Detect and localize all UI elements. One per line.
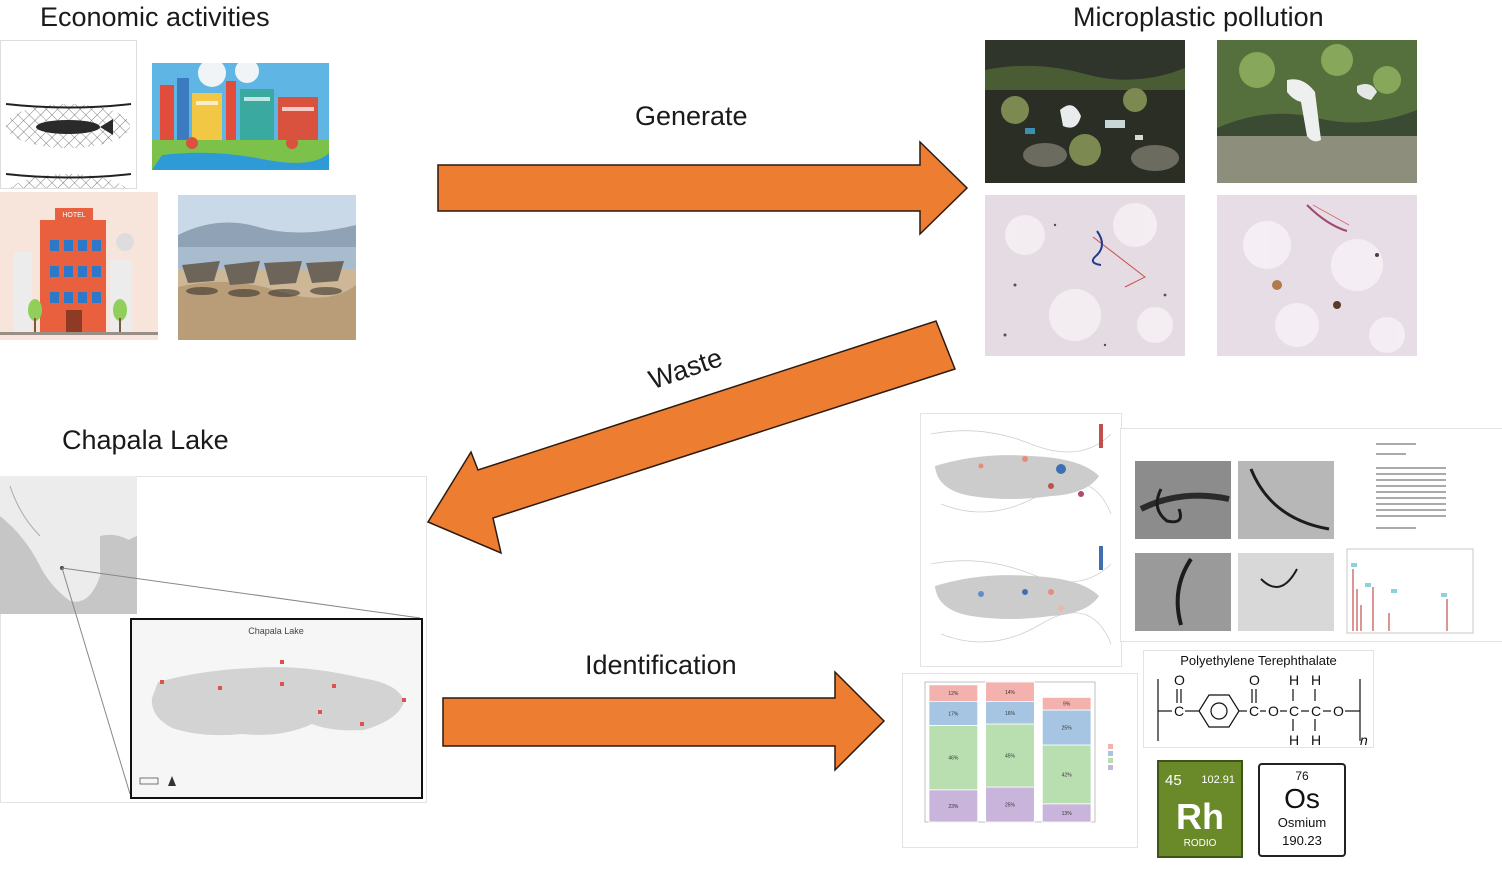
bar-data-label: 46% bbox=[948, 756, 959, 762]
inset-map-title: Chapala Lake bbox=[248, 626, 304, 636]
sem-eds-panel bbox=[1120, 428, 1502, 642]
bar-data-label: 14% bbox=[1005, 690, 1016, 696]
shore-debris-photo bbox=[985, 40, 1185, 183]
formula-h3: H bbox=[1311, 672, 1321, 688]
formula-c4: C bbox=[1311, 703, 1321, 719]
formula-h2: H bbox=[1289, 732, 1299, 747]
formula-n: n bbox=[1360, 732, 1368, 747]
legend-swatch bbox=[1108, 751, 1113, 756]
element-os-number: 76 bbox=[1295, 769, 1309, 783]
formula-o4: O bbox=[1333, 703, 1344, 719]
chapala-inset-map: Chapala Lake bbox=[130, 618, 423, 799]
bar-data-label: 9% bbox=[1063, 702, 1071, 708]
bar-segment bbox=[985, 681, 1035, 703]
element-rh-number: 45 bbox=[1165, 772, 1182, 789]
fishing-net-icon bbox=[0, 40, 137, 189]
formula-c2: C bbox=[1249, 703, 1259, 719]
formula-o2: O bbox=[1249, 672, 1260, 688]
hotel-sign: HOTEL bbox=[62, 212, 85, 219]
economic-activities-title: Economic activities bbox=[40, 2, 270, 32]
chapala-lake-title: Chapala Lake bbox=[62, 425, 229, 455]
spatial-distribution-maps bbox=[920, 413, 1122, 667]
formula-c3: C bbox=[1289, 703, 1299, 719]
bar-data-label: 25% bbox=[1062, 726, 1073, 732]
formula-c1: C bbox=[1174, 703, 1184, 719]
formula-h4: H bbox=[1311, 732, 1321, 747]
legend-swatch bbox=[1108, 744, 1113, 749]
identification-arrow bbox=[442, 670, 886, 772]
element-os-symbol: Os bbox=[1284, 783, 1320, 814]
bar-segment bbox=[1041, 744, 1092, 805]
element-card-rh: 45 102.91 Rh RODIO bbox=[1157, 760, 1243, 858]
bar-segment bbox=[985, 786, 1035, 823]
microplastic-pollution-title: Microplastic pollution bbox=[1073, 2, 1324, 32]
formula-h1: H bbox=[1289, 672, 1299, 688]
formula-o1: O bbox=[1174, 672, 1185, 688]
bar-data-label: 16% bbox=[1005, 711, 1016, 717]
fiber-micrograph-2 bbox=[1217, 195, 1417, 356]
bar-data-label: 13% bbox=[1062, 811, 1073, 817]
bar-segment bbox=[928, 789, 979, 823]
element-rh-name: RODIO bbox=[1183, 838, 1217, 849]
pet-structure-panel: Polyethylene Terephthalate O C O C O H C… bbox=[1143, 650, 1374, 748]
plastic-bag-in-water-photo bbox=[1217, 40, 1417, 183]
generate-arrow bbox=[437, 140, 969, 236]
element-rh-symbol: Rh bbox=[1176, 796, 1224, 837]
bar-data-label: 25% bbox=[1005, 803, 1016, 809]
bar-data-label: 45% bbox=[1005, 754, 1016, 760]
bar-segment bbox=[928, 684, 979, 702]
bar-data-label: 17% bbox=[948, 712, 959, 718]
generate-label: Generate bbox=[635, 101, 748, 131]
pet-structure-formula: O C O C O H C H H C H O n bbox=[1157, 672, 1368, 747]
identification-label: Identification bbox=[585, 650, 737, 680]
formula-o3: O bbox=[1268, 703, 1279, 719]
element-rh-mass: 102.91 bbox=[1201, 774, 1235, 786]
waste-arrow bbox=[426, 320, 956, 555]
bar-segment bbox=[1041, 696, 1092, 711]
legend-swatch bbox=[1108, 758, 1113, 763]
bar-data-label: 23% bbox=[948, 804, 959, 810]
element-card-os: 76 Os Osmium 190.23 bbox=[1258, 763, 1346, 857]
bar-data-label: 12% bbox=[948, 691, 959, 697]
boats-on-shore-photo bbox=[178, 195, 356, 340]
inset-connector-lines bbox=[61, 567, 421, 795]
element-os-name: Osmium bbox=[1277, 815, 1327, 830]
fiber-micrograph-1 bbox=[985, 195, 1185, 356]
element-os-mass: 190.23 bbox=[1282, 833, 1322, 848]
bar-segment bbox=[928, 725, 979, 791]
legend-swatch bbox=[1108, 765, 1113, 770]
bar-segment bbox=[1041, 709, 1092, 746]
bar-data-label: 42% bbox=[1062, 772, 1073, 778]
factory-icon bbox=[152, 63, 329, 170]
hotel-icon: HOTEL bbox=[0, 192, 158, 340]
stacked-bar-chart: 23% 46% 17% 12% 25% 45% 16% 14% 13% 42% 25% 9% bbox=[902, 673, 1138, 848]
polymer-name: Polyethylene Terephthalate bbox=[1180, 653, 1337, 668]
